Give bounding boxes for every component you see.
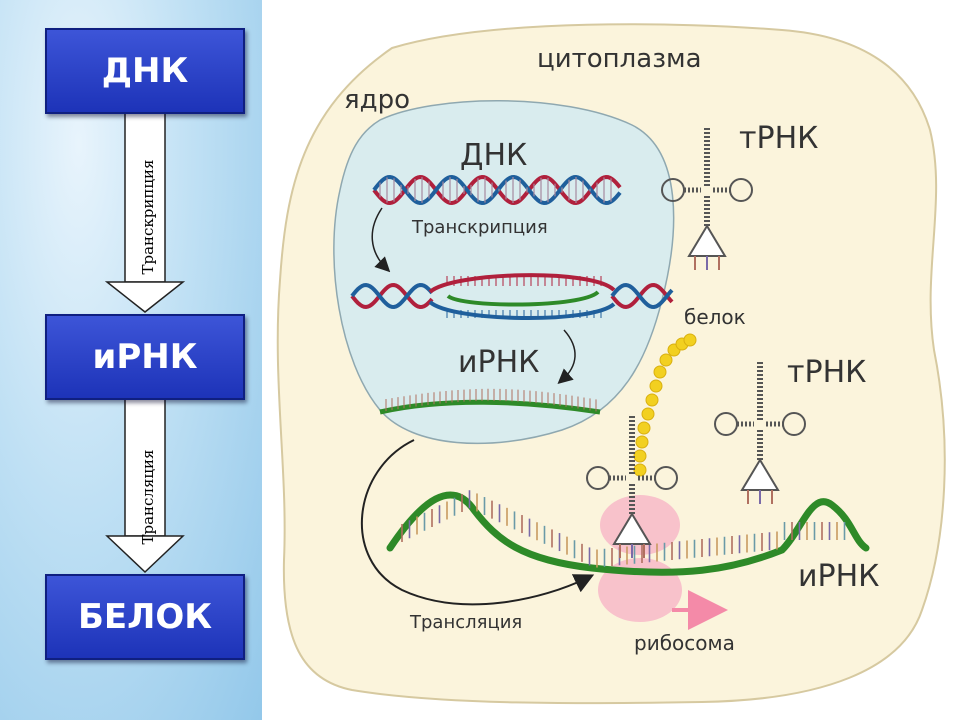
trna-top bbox=[661, 128, 753, 270]
transcription-arrow-1 bbox=[371, 207, 391, 273]
trna-ribosome bbox=[586, 416, 678, 558]
mrna-nucleus-label: иРНК bbox=[458, 345, 539, 380]
dna-helix bbox=[372, 174, 622, 206]
dna-label: ДНК bbox=[460, 138, 527, 173]
translation-flow-label: Трансляция bbox=[139, 449, 157, 545]
protein-box: БЕЛОК bbox=[45, 574, 245, 660]
transcription-label: Транскрипция bbox=[411, 217, 548, 238]
mrna-cytoplasm-strand bbox=[386, 490, 870, 576]
transcription-flow-arrow bbox=[104, 111, 186, 313]
mrna-box: иРНК bbox=[45, 314, 245, 400]
translation-arrow bbox=[360, 439, 595, 606]
mrna-nucleus-strand bbox=[379, 388, 601, 415]
flow-arrows bbox=[104, 111, 186, 574]
trna-label-1: тРНК bbox=[739, 121, 818, 156]
dna-transcription-bubble bbox=[350, 273, 674, 321]
ribosome-label: рибосома bbox=[634, 631, 735, 655]
trna-mid bbox=[714, 362, 806, 504]
translation-label: Трансляция bbox=[409, 612, 522, 633]
mrna-cytoplasm-label: иРНК bbox=[798, 559, 879, 594]
transcription-flow-label: Транскрипция bbox=[139, 159, 157, 275]
trna-label-2: тРНК bbox=[787, 355, 866, 390]
cytoplasm-label: цитоплазма bbox=[537, 44, 702, 74]
cell-diagram: цитоплазма ядро ДНК Транскрипция иРНК тР… bbox=[276, 23, 946, 705]
transcription-arrow-2 bbox=[557, 329, 576, 384]
protein-label: белок bbox=[684, 305, 746, 329]
nucleus-label: ядро bbox=[344, 85, 410, 115]
dna-box: ДНК bbox=[45, 28, 245, 114]
flow-panel: ДНК иРНК БЕЛОК Транскрипция Трансляция bbox=[0, 0, 262, 720]
